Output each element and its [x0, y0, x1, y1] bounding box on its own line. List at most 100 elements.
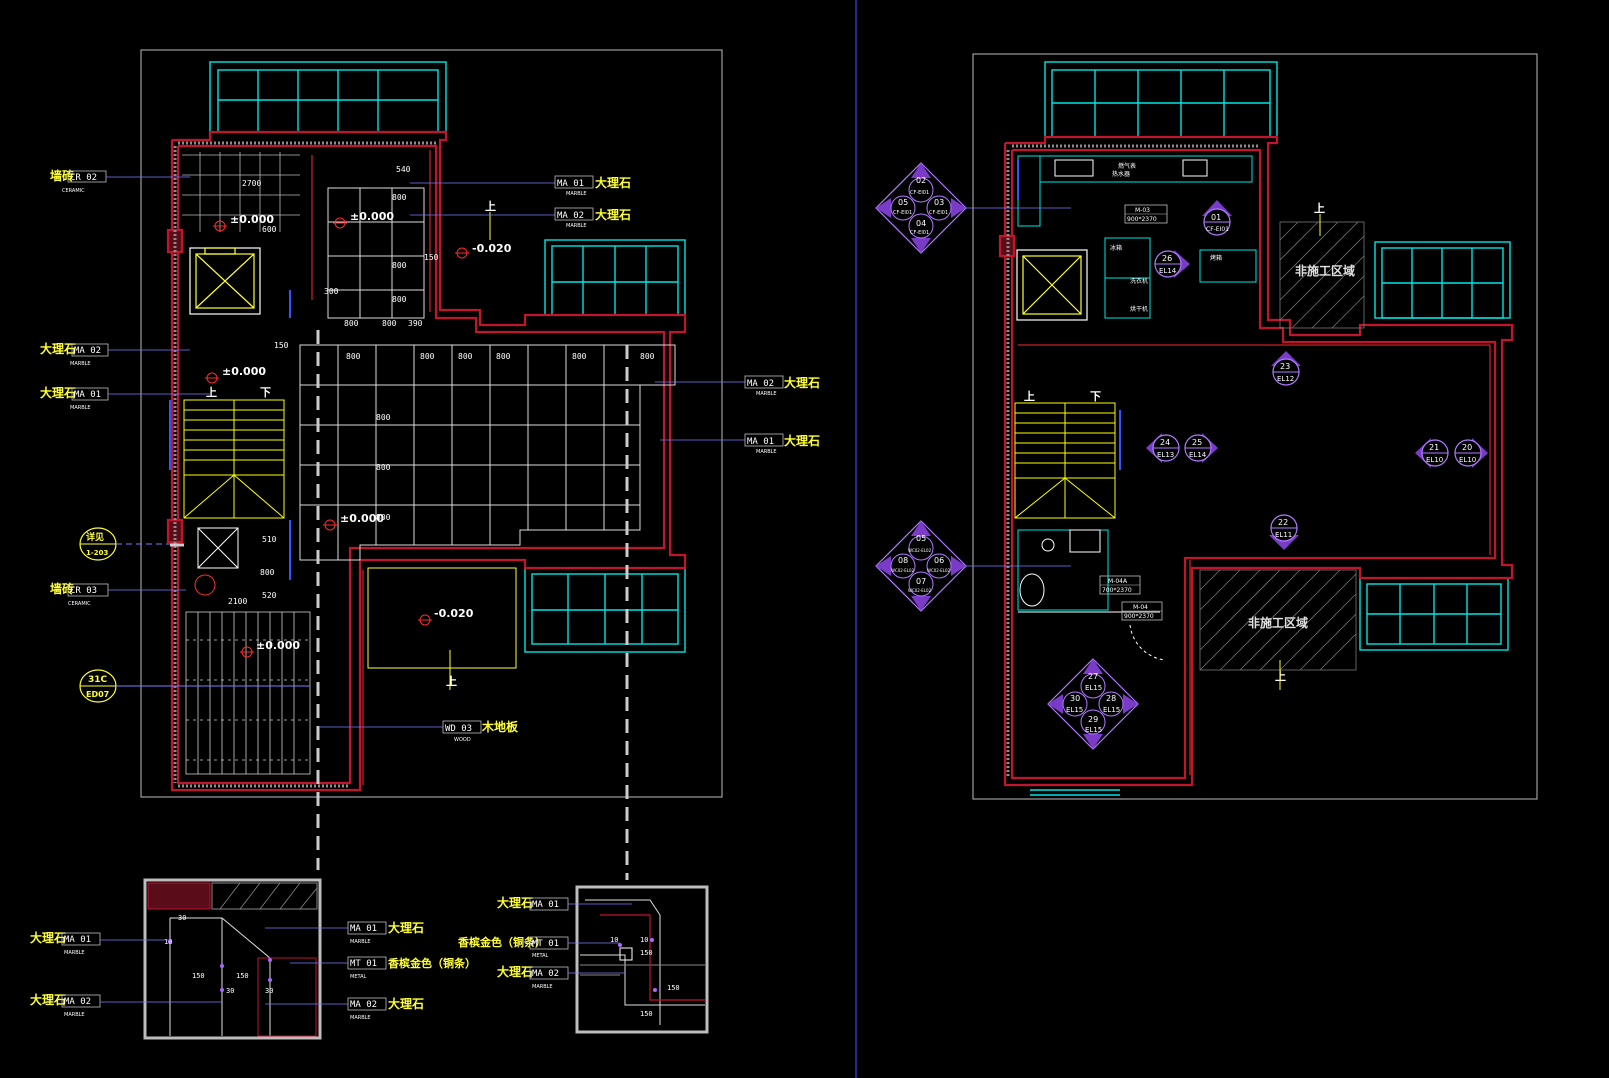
left-wood-floor — [185, 611, 311, 775]
tag-ref: EL14 — [1159, 267, 1177, 275]
left-tag-bubbles: 详见 1-203 31C ED07 — [79, 527, 310, 703]
elevation-tag: 21 EL10 — [1415, 438, 1449, 468]
level-marker: ±0.000 — [333, 210, 394, 229]
tag-ref: EL14 — [1189, 451, 1207, 459]
material-label: 大理石 MA 02 MARBLE — [497, 964, 625, 990]
marker-ref: WC02-EL02 — [908, 548, 932, 553]
label-cn: 大理石 — [784, 433, 820, 448]
door-code: M-03 — [1135, 207, 1150, 214]
tag-ref: EL10 — [1426, 456, 1443, 464]
dim-text: 800 — [260, 568, 275, 577]
marker-right: 06 — [934, 556, 944, 565]
label-cn: 木地板 — [481, 719, 519, 734]
dim-text: 800 — [572, 352, 587, 361]
material-label: MA 01 大理石 MARBLE — [410, 175, 631, 197]
label-sub: MARBLE — [566, 191, 587, 197]
level-marker: ±0.000 — [205, 365, 266, 384]
detail-right: 10 150 10 150 150 大理石 MA 01 香槟金色（铜条） MT … — [457, 885, 709, 1034]
label-cn: 大理石 — [497, 895, 533, 910]
label-code: MA 01 — [64, 935, 91, 945]
left-right-window — [544, 239, 686, 316]
level-marker: ±0.000 — [240, 639, 300, 658]
label-code: MT 01 — [350, 959, 377, 969]
material-label: 大理石 MA 02 MARBLE — [30, 992, 222, 1018]
marker-left: 08 — [898, 556, 908, 565]
dim-text: 800 — [420, 352, 435, 361]
tag-num: 20 — [1462, 443, 1472, 452]
label-sub: MARBLE — [70, 361, 91, 367]
marker-bottom: 04 — [916, 219, 926, 228]
dim-text: 800 — [382, 319, 397, 328]
left-dimensions: 540 2700 800 800 800 150 800 800 800 800… — [228, 165, 655, 606]
door-code: M-04A — [1108, 578, 1128, 585]
label-cn: 大理石 — [30, 930, 66, 945]
right-stairs — [1014, 402, 1116, 519]
right-bathroom — [1017, 529, 1166, 661]
level-marker: -0.020 — [455, 242, 512, 259]
left-material-labels: 墙砖 CR 02 CERAMIC MA 01 大理石 MARBLE MA 02 … — [40, 168, 820, 743]
dim-text: 800 — [346, 352, 361, 361]
label-sub: MARBLE — [64, 1012, 85, 1018]
tag-bottom: 1-203 — [86, 549, 109, 557]
dim-text: 2100 — [228, 597, 247, 606]
marker-ref: CF-EI01 — [929, 210, 948, 216]
up-label: 上 — [485, 199, 496, 213]
material-label: WD 03 木地板 WOOD — [320, 719, 519, 743]
marker-top: 27 — [1088, 672, 1098, 681]
tag-ref: EL11 — [1275, 531, 1292, 539]
elevation-tag: 26 EL14 — [1154, 250, 1190, 278]
label-code: MA 01 — [74, 390, 101, 400]
room-note: 冰箱 — [1110, 244, 1122, 252]
dim-text: 800 — [640, 352, 655, 361]
marker-ref: WC02-EL02 — [927, 568, 951, 573]
dim-text: 150 — [667, 984, 680, 992]
label-cn: 大理石 — [388, 996, 424, 1011]
label-sub: WOOD — [454, 737, 471, 743]
marker-bottom: 07 — [916, 577, 926, 586]
room-note: 燃气表 — [1118, 162, 1136, 170]
dim-text: 800 — [344, 319, 359, 328]
right-nonwork-zones — [1199, 221, 1365, 671]
dim-text: 30 — [226, 987, 234, 995]
dim-text: 800 — [376, 513, 391, 522]
material-label: 香槟金色（铜条） MT 01 METAL — [457, 935, 620, 959]
material-label: 墙砖 CR 03 CERAMIC — [50, 581, 186, 607]
label-code: MA 01 — [350, 924, 377, 934]
right-kitchen — [1017, 155, 1257, 319]
level-text: -0.020 — [434, 607, 474, 620]
label-code: CR 03 — [70, 586, 97, 596]
level-text: ±0.000 — [350, 210, 394, 223]
label-sub: MARBLE — [70, 405, 91, 411]
detail-left: 30 150 150 30 30 10 大理石 MA 01 MARBLE 大理石… — [30, 878, 476, 1040]
label-sub: MARBLE — [756, 449, 777, 455]
left-walls — [166, 130, 687, 792]
marker-top: 02 — [916, 176, 926, 185]
marker-bottom: 29 — [1088, 715, 1098, 724]
left-level-markers: ±0.000 ±0.000 -0.020 ±0.000 ±0.000 -0.02… — [205, 210, 512, 658]
dim-text: 800 — [392, 295, 407, 304]
right-blue-accents — [1017, 160, 1121, 470]
level-text: ±0.000 — [340, 512, 384, 525]
elevation-tag: 20 EL10 — [1454, 438, 1488, 468]
left-main-floor-grid — [299, 187, 676, 561]
dim-text: 150 — [640, 949, 653, 957]
elevation-tag: 01 CF-EI01 — [1202, 200, 1232, 236]
room-note: 热水器 — [1112, 170, 1130, 178]
left-bottom-window — [524, 567, 686, 653]
material-label: 大理石 MA 01 — [497, 895, 632, 911]
marker-ref: EL15 — [1085, 684, 1102, 692]
elevation-tag: 25 EL14 — [1184, 433, 1218, 463]
right-sheet-frame — [972, 53, 1538, 800]
down-label: 下 — [260, 386, 271, 399]
door-tag: M-04A 700*2370 — [1099, 575, 1141, 595]
label-cn: 大理石 — [388, 920, 424, 935]
label-sub: CERAMIC — [68, 601, 91, 607]
label-cn: 大理石 — [30, 992, 66, 1007]
label-sub: CERAMIC — [62, 188, 85, 194]
label-code: MA 01 — [557, 179, 584, 189]
label-sub: MARBLE — [350, 1015, 371, 1021]
marker-top: 05 — [916, 534, 926, 543]
marker-ref: CF-EI01 — [893, 210, 912, 216]
right-plan-text: 非施工区域 非施工区域 上 上 下 上 燃气表 热水器 冰箱 洗衣机 烘干机 烤… — [1024, 162, 1355, 690]
material-label: MA 01 大理石 MARBLE — [660, 433, 820, 455]
